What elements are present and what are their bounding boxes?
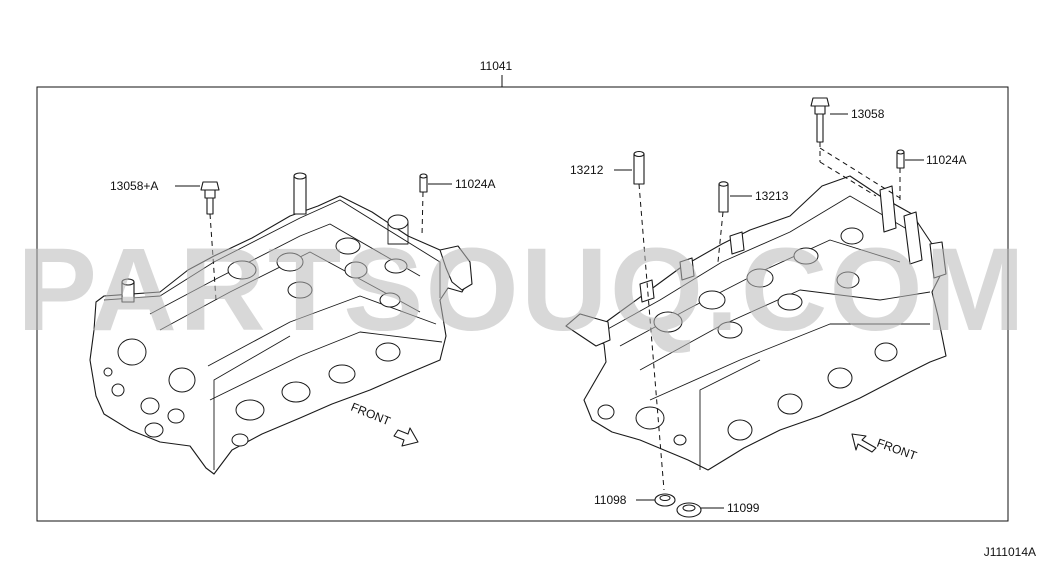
- front-arrow-left-shape: [393, 427, 419, 447]
- watermark: PARTSOUQ.COM: [17, 224, 1027, 356]
- guide-top: [718, 181, 729, 187]
- dowel-11024a-left-label: 11024A: [455, 177, 495, 191]
- dowel-11024a-right[interactable]: 11024A: [896, 149, 966, 200]
- seal-11099-label: 11099: [727, 501, 760, 515]
- cylinder-head-left[interactable]: [89, 172, 473, 475]
- guide-13212[interactable]: 13212: [570, 150, 665, 491]
- bolt-flange: [204, 189, 216, 199]
- seal-11098[interactable]: 11098: [594, 493, 676, 507]
- guide-tube: [633, 153, 645, 185]
- bolt-install-line-3: [819, 161, 877, 197]
- front-arrow-left: FRONT: [349, 400, 419, 447]
- guide-13213-label: 13213: [755, 189, 789, 203]
- bolt-install-line-2: [819, 147, 901, 199]
- bolt-shank: [816, 113, 824, 143]
- diagram-id: J111014A: [984, 545, 1036, 559]
- front-label-right: FRONT: [875, 436, 919, 464]
- dowel-top: [419, 173, 428, 179]
- bolt-13058a[interactable]: 13058+A: [110, 179, 220, 301]
- front-label-left: FRONT: [349, 400, 393, 429]
- dowel-11024a-right-label: 11024A: [926, 153, 966, 167]
- bolt-head: [200, 181, 220, 191]
- guide-13212-label: 13212: [570, 163, 604, 177]
- dowel-install-line: [421, 191, 424, 237]
- front-arrow-right-shape: [851, 433, 877, 453]
- guide-install-line: [638, 183, 665, 491]
- bolt-shank: [206, 197, 214, 215]
- assembly-frame: [36, 86, 1009, 522]
- bolt-13058-label: 13058: [851, 107, 885, 121]
- assembly-part-number: 11041: [480, 59, 513, 73]
- bolt-head: [810, 97, 830, 107]
- seal-11098-label: 11098: [594, 493, 627, 507]
- bolt-flange: [814, 105, 826, 115]
- dowel-top: [896, 149, 905, 155]
- assembly-callout[interactable]: 11041: [480, 59, 513, 87]
- guide-13213[interactable]: 13213: [717, 181, 789, 263]
- dowel-11024a-left[interactable]: 11024A: [419, 173, 495, 237]
- bolt-13058[interactable]: 13058: [810, 97, 901, 199]
- guide-tube: [718, 183, 729, 213]
- front-arrow-right: FRONT: [851, 433, 919, 464]
- seal-bore: [659, 495, 671, 501]
- cylinder-head-right[interactable]: [565, 175, 947, 471]
- bolt-13058a-label: 13058+A: [110, 179, 158, 193]
- guide-top: [633, 150, 645, 158]
- seal-11099[interactable]: 11099: [676, 501, 760, 518]
- seal-bore: [682, 504, 696, 512]
